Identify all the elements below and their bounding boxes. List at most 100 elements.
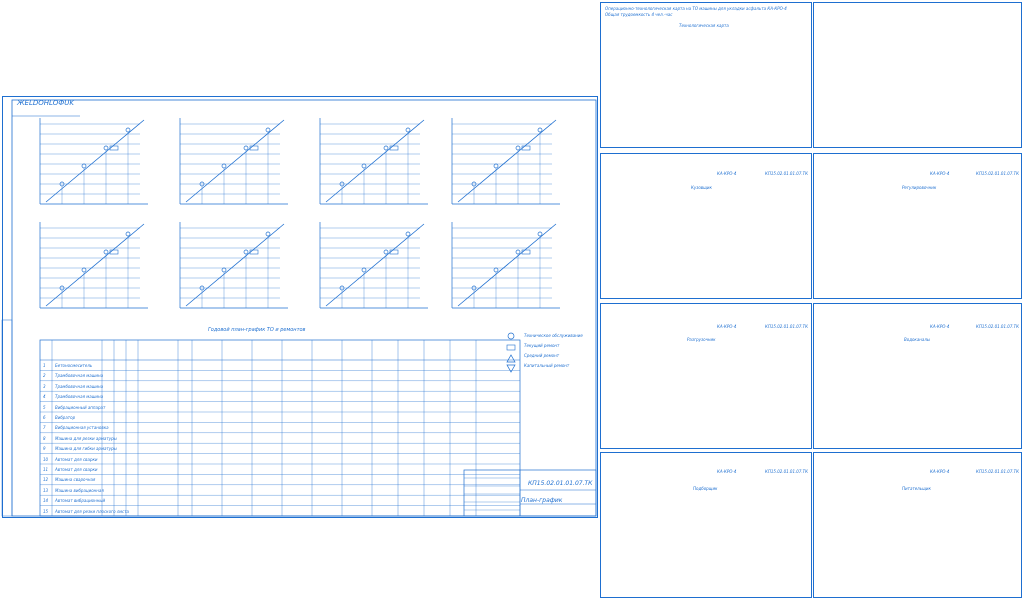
graph-marker <box>221 163 227 169</box>
table-row-name: Трамбовочная машина <box>55 394 104 400</box>
panel-5-caption: Подборщик <box>693 486 718 491</box>
panel-4: КА-КРО-4 КП15.02.01.01.07.ТК Водоканалы <box>813 303 1022 449</box>
table-row-name: Машина для резки арматуры <box>55 435 117 441</box>
panel-6-code: КП15.02.01.01.07.ТК <box>976 469 1019 474</box>
table-row-number: 8 <box>43 435 46 441</box>
graph-diagonal <box>45 119 145 203</box>
graph-marker <box>125 127 131 133</box>
table-row-name: Вибрационная установка <box>55 425 109 431</box>
panel-3-code: КП15.02.01.01.07.ТК <box>765 324 808 329</box>
panel-5: КА-КРО-4 КП15.02.01.01.07.ТК Подборщик <box>600 452 812 598</box>
card-subheader: Общая трудоемкость 4 чел.-час <box>605 12 673 17</box>
graph-diagonal <box>325 223 425 307</box>
table-row-number: 13 <box>43 487 49 493</box>
graph-marker <box>265 231 271 237</box>
table-row-number: 3 <box>43 383 46 389</box>
graph-marker <box>405 231 411 237</box>
graph-marker <box>493 163 499 169</box>
table-row-name: Вибрационный аппарат <box>55 404 106 410</box>
panel-3-model: КА-КРО-4 <box>717 324 737 329</box>
card-header: Операционно-технологическая карта на ТО … <box>605 6 787 11</box>
panel-1-caption: Кузовщик <box>691 185 712 190</box>
panel-4-caption: Водоканалы <box>904 337 931 342</box>
graph-marker <box>199 181 205 187</box>
table-row-name: Машина для гибки арматуры <box>55 446 117 452</box>
graph-marker <box>537 231 543 237</box>
title-stamp <box>463 469 597 517</box>
legend-tr: Текущий ремонт <box>524 343 560 348</box>
graph-marker <box>125 231 131 237</box>
graph-marker <box>515 249 521 255</box>
graph-diagonal <box>185 223 285 307</box>
graph-marker <box>265 127 271 133</box>
table-row-name: Трамбовочная машина <box>55 383 104 389</box>
panel-4-model: КА-КРО-4 <box>930 324 950 329</box>
graph-marker <box>383 145 389 151</box>
panel-6-model: КА-КРО-4 <box>930 469 950 474</box>
panel-2-caption: Регулировочник <box>902 185 937 190</box>
graph-marker <box>405 127 411 133</box>
operation-card-sheet-2 <box>813 2 1022 148</box>
graph-diagonal <box>325 119 425 203</box>
table-row-name: Автомат для сварки <box>55 467 98 472</box>
legend-circle-icon <box>507 332 515 340</box>
stamp-title: План-график <box>521 497 563 504</box>
side-strip <box>1 319 13 517</box>
table-row-number: 2 <box>43 373 46 379</box>
graph-marker <box>537 127 543 133</box>
panel-6-caption: Питательщик <box>902 486 931 491</box>
table-row-number: 14 <box>43 498 49 504</box>
graph-marker <box>471 181 477 187</box>
table-row-number: 5 <box>43 404 46 410</box>
table-row-name: Автомат для сварки <box>55 456 98 462</box>
graph-diagonal <box>457 223 557 307</box>
panel-1-model: КА-КРО-4 <box>717 171 737 176</box>
graph-label-box <box>389 249 399 255</box>
panel-5-code: КП15.02.01.01.07.ТК <box>765 469 808 474</box>
graph-marker <box>103 145 109 151</box>
table-row-name: Автомат вибрационный <box>55 498 106 504</box>
graph-marker <box>361 163 367 169</box>
panel-6: КА-КРО-4 КП15.02.01.01.07.ТК Питательщик <box>813 452 1022 598</box>
legend-triangle-down-icon <box>506 364 516 373</box>
panel-5-model: КА-КРО-4 <box>717 469 737 474</box>
table-row-number: 9 <box>43 446 46 452</box>
table-row-number: 4 <box>43 394 46 400</box>
table-row-number: 11 <box>43 467 49 472</box>
graph-marker <box>59 181 65 187</box>
operation-card-sheet: Операционно-технологическая карта на ТО … <box>600 2 812 148</box>
graph-marker <box>221 267 227 273</box>
graph-marker <box>243 145 249 151</box>
panel-3-caption: Разгрузочник <box>687 337 716 342</box>
chart-caption: Годовой план-график ТО и ремонтов <box>208 327 306 333</box>
graph-marker <box>199 285 205 291</box>
table-row-number: 15 <box>43 508 49 514</box>
graph-marker <box>383 249 389 255</box>
card-table-caption: Технологическая карта <box>679 23 729 28</box>
graph-marker <box>59 285 65 291</box>
graph-marker <box>493 267 499 273</box>
graph-marker <box>81 267 87 273</box>
panel-1-code: КП15.02.01.01.07.ТК <box>765 171 808 176</box>
graph-label-box <box>249 145 259 151</box>
graph-label-box <box>109 145 119 151</box>
legend-kr: Капитальный ремонт <box>524 363 570 368</box>
graph-marker <box>81 163 87 169</box>
graph-marker <box>103 249 109 255</box>
table-row-name: Машина сварочная <box>55 477 96 483</box>
panel-2-code: КП15.02.01.01.07.ТК <box>976 171 1019 176</box>
legend-sr: Средний ремонт <box>524 353 560 358</box>
sheet-header: ЖELDOHLOФUK <box>17 99 74 107</box>
legend-to: Техническое обслуживание <box>524 333 583 338</box>
panel-4-code: КП15.02.01.01.07.ТК <box>976 324 1019 329</box>
graph-diagonal <box>45 223 145 307</box>
graph-marker <box>243 249 249 255</box>
legend-triangle-up-icon <box>506 354 516 363</box>
graph-marker <box>339 181 345 187</box>
table-row-number: 6 <box>43 415 46 420</box>
panel-1: КА-КРО-4 КП15.02.01.01.07.ТК Кузовщик <box>600 153 812 299</box>
table-row-number: 7 <box>43 425 46 431</box>
graph-label-box <box>249 249 259 255</box>
graph-label-box <box>521 249 531 255</box>
table-row-number: 10 <box>43 456 49 462</box>
